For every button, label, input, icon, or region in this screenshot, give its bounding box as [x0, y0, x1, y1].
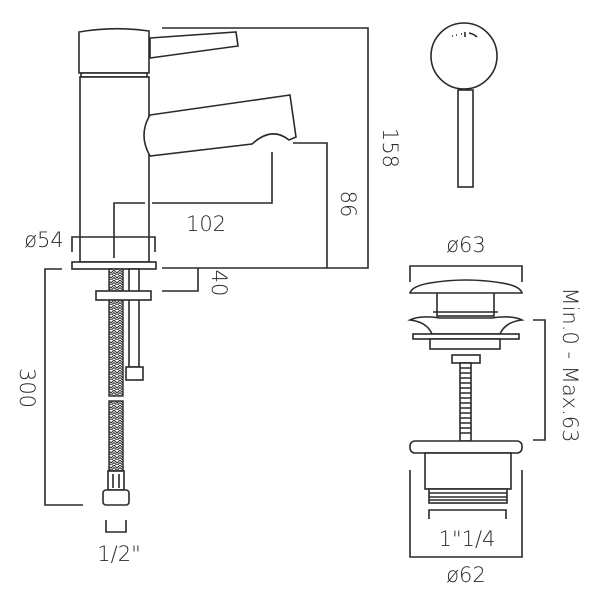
- waste-cap: [408, 279, 524, 294]
- dim-range: [533, 319, 546, 441]
- label-86: 86: [336, 191, 360, 218]
- flexible-hose-upper: [108, 268, 124, 397]
- label-158: 158: [378, 128, 402, 168]
- tap-spout: [143, 94, 297, 157]
- temperature-indicator-icon: [452, 32, 478, 38]
- waste-body: [429, 338, 501, 350]
- dim-62: [409, 470, 523, 558]
- flexible-hose-lower: [108, 400, 124, 472]
- dim-40: [162, 268, 199, 292]
- label-54: ø54: [24, 228, 64, 252]
- handle-stem: [457, 89, 474, 188]
- tap-handle-lever: [149, 31, 239, 59]
- dim-thread: [428, 509, 507, 519]
- click-clack-waste: [407, 265, 546, 558]
- waste-thread: [428, 488, 508, 504]
- tap-side-view: [71, 27, 297, 506]
- dim-300: [44, 268, 83, 506]
- label-62: ø62: [446, 563, 486, 587]
- waste-sleeve: [451, 354, 481, 364]
- hose-fitting: [107, 470, 125, 491]
- fixing-stud: [128, 268, 140, 368]
- handle-top-view: [430, 22, 498, 188]
- hose-nut: [102, 489, 130, 506]
- dim-158: [162, 27, 369, 269]
- dim-102: [113, 152, 273, 258]
- dim-63: [409, 265, 523, 282]
- label-half-inch: 1/2": [97, 542, 140, 566]
- handle-cap: [430, 22, 498, 90]
- label-range: Min.0 - Max.63: [558, 287, 582, 442]
- label-300: 300: [15, 368, 39, 408]
- backing-plate: [95, 290, 152, 301]
- label-40: 40: [207, 270, 231, 297]
- dim-half-inch: [105, 520, 127, 533]
- waste-flange: [407, 316, 525, 335]
- tap-base-plate: [71, 261, 157, 270]
- waste-housing: [424, 452, 512, 490]
- fixing-nut: [125, 366, 144, 381]
- tap-head: [78, 27, 150, 74]
- dim-54: [71, 236, 156, 252]
- dimension-lines: [44, 27, 369, 533]
- label-102: 102: [186, 212, 226, 236]
- dim-86: [293, 142, 328, 268]
- label-63: ø63: [446, 233, 486, 257]
- label-thread: 1"1/4: [439, 527, 496, 551]
- waste-nut: [409, 440, 523, 454]
- waste-spring-rod: [459, 362, 472, 442]
